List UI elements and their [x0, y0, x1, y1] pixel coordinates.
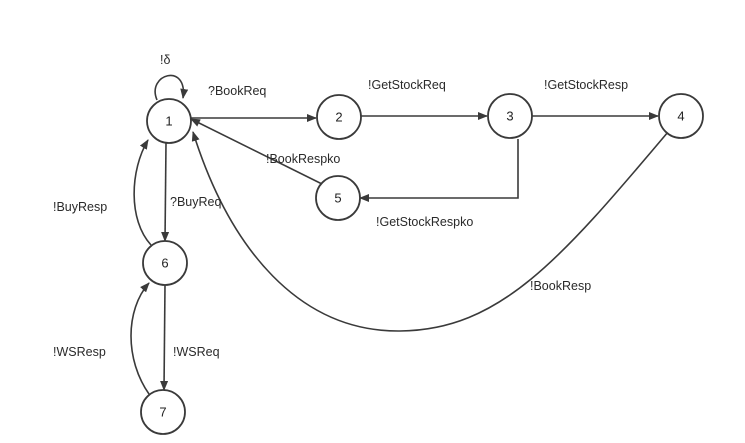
edge-label-6-7: !WSReq [173, 345, 220, 359]
transition-labels: !δ ?BookReq !GetStockReq !GetStockResp !… [53, 53, 628, 359]
edge-label-7-6: !WSResp [53, 345, 106, 359]
state-4-circle [658, 93, 704, 139]
edge-6-1 [133, 139, 152, 246]
state-5-circle [315, 175, 361, 221]
state-2-label: 2 [335, 110, 342, 125]
edge-4-1 [191, 131, 669, 332]
state-2: 2 [316, 94, 362, 140]
state-2-circle [316, 94, 362, 140]
state-7-label: 7 [159, 405, 166, 420]
edge-1-6 [161, 142, 170, 242]
state-6-label: 6 [161, 256, 168, 271]
state-7: 7 [140, 389, 186, 435]
edge-5-1 [190, 118, 323, 185]
state-5-label: 5 [334, 191, 341, 206]
state-3: 3 [487, 93, 533, 139]
state-5: 5 [315, 175, 361, 221]
state-1: 1 [146, 98, 192, 144]
transitions [130, 74, 669, 395]
state-6: 6 [142, 240, 188, 286]
edge-label-1-2: ?BookReq [208, 84, 266, 98]
state-3-circle [487, 93, 533, 139]
state-4: 4 [658, 93, 704, 139]
edge-label-6-1: !BuyResp [53, 200, 107, 214]
state-6-circle [142, 240, 188, 286]
edge-label-5-1: !BookRespko [266, 152, 340, 166]
state-4-label: 4 [677, 109, 684, 124]
edge-label-2-3: !GetStockReq [368, 78, 446, 92]
edge-label-1-6: ?BuyReq [170, 195, 221, 209]
state-1-label: 1 [165, 114, 172, 129]
state-7-circle [140, 389, 186, 435]
edge-label-1-1: !δ [160, 53, 170, 67]
edge-label-4-1: !BookResp [530, 279, 591, 293]
edge-label-3-5: !GetStockRespko [376, 215, 473, 229]
edge-label-3-4: !GetStockResp [544, 78, 628, 92]
states: 1 2 3 4 5 6 7 [140, 93, 704, 435]
state-1-circle [146, 98, 192, 144]
state-3-label: 3 [506, 109, 513, 124]
edge-7-6 [130, 282, 150, 395]
edge-1-1 [154, 74, 189, 101]
edge-6-7 [160, 284, 169, 391]
edge-3-5 [359, 139, 519, 202]
